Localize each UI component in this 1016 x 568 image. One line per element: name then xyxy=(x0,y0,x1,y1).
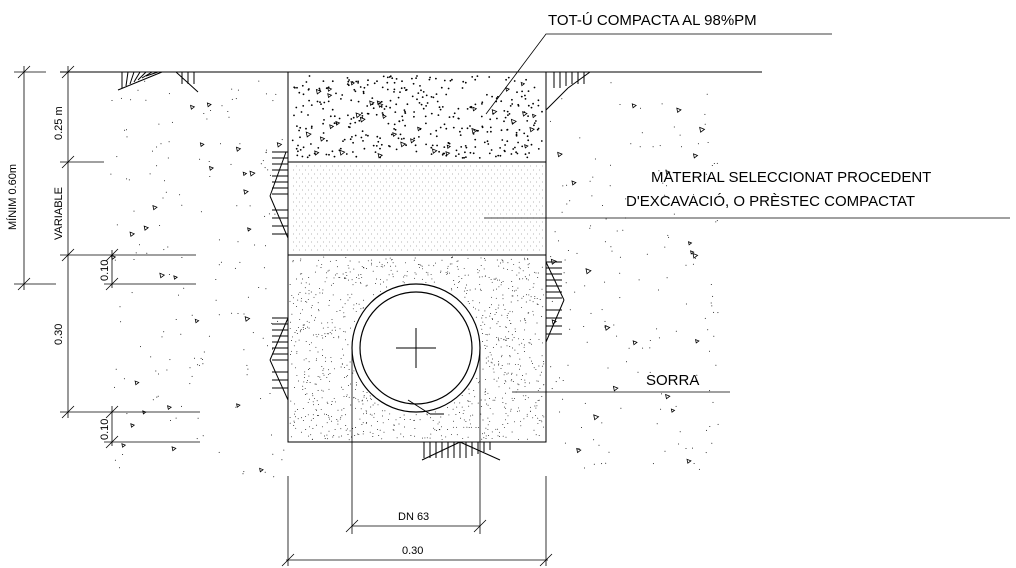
dim-text-sand-zone: 0.30 xyxy=(53,324,65,345)
trench-bottom-hatch xyxy=(421,441,501,461)
dimension-layer-chain xyxy=(60,65,196,419)
dimension-trench-width xyxy=(281,476,553,567)
dim-text-lower-offset: 0.10 xyxy=(99,419,111,440)
trench-wall-hatch-left xyxy=(269,151,289,401)
dim-text-variable: VARIABLE xyxy=(53,187,65,240)
dim-text-top-layer: 0.25 m xyxy=(53,106,65,140)
trench-outline xyxy=(287,71,547,443)
label-bedding: SORRA xyxy=(646,372,699,389)
dim-text-pipe-diameter: DN 63 xyxy=(398,511,429,523)
dimension-minimum-depth xyxy=(14,65,56,291)
leader-lines xyxy=(484,33,1010,393)
surrounding-soil-texture xyxy=(110,80,719,478)
tot-u-fill-texture xyxy=(291,75,543,159)
label-top-fill: TOT-Ú COMPACTA AL 98%PM xyxy=(548,12,757,29)
dimension-pipe-diameter xyxy=(345,350,487,534)
dim-text-trench-width: 0.30 xyxy=(402,545,423,557)
ground-hatch-right xyxy=(545,71,591,111)
selected-material-texture xyxy=(293,165,543,251)
dim-text-minimum-depth: MÍNIM 0.60m xyxy=(6,164,19,230)
ground-hatch-left xyxy=(117,71,199,93)
sand-bedding-texture xyxy=(289,256,545,441)
label-mid-fill-line1: MATERIAL SELECCIONAT PROCEDENT xyxy=(651,169,931,186)
dim-text-upper-offset: 0.10 xyxy=(99,260,111,281)
trench-wall-hatch-right xyxy=(545,261,565,343)
pipe-dn63 xyxy=(351,283,481,415)
label-mid-fill-line2: D'EXCAVACIÓ, O PRÈSTEC COMPACTAT xyxy=(626,193,915,210)
dimension-offsets xyxy=(104,248,200,449)
